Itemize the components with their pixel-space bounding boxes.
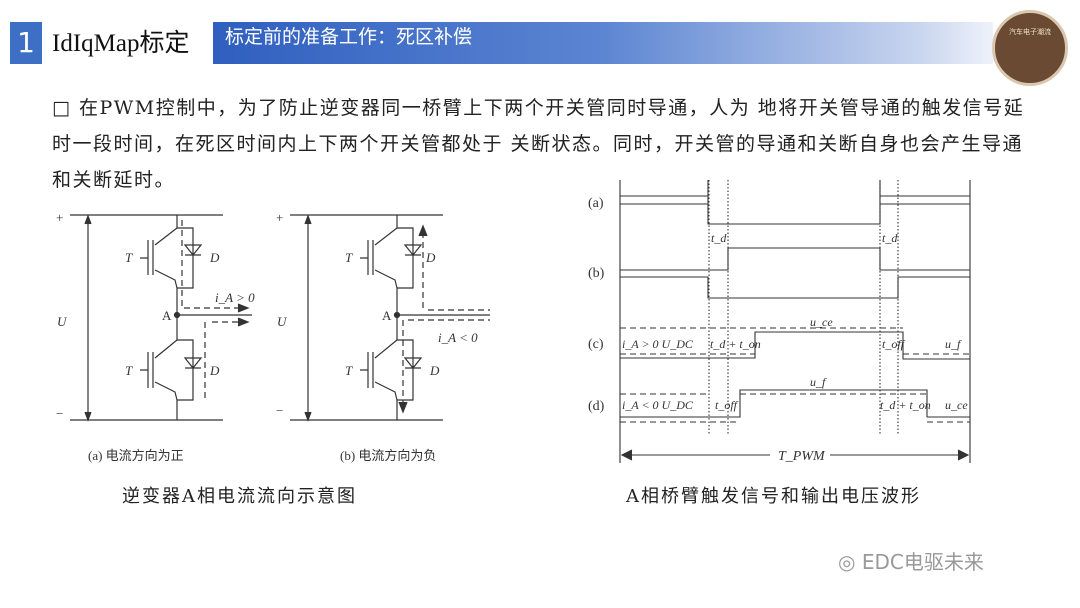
- d2-b: D: [429, 363, 440, 378]
- row-d: (d): [588, 399, 605, 414]
- left-figure-caption: 逆变器A相电流流向示意图: [122, 486, 357, 507]
- row-a: (a): [588, 196, 604, 211]
- t1-b: T: [345, 250, 353, 265]
- d-condition: i_A < 0 U_DC: [622, 398, 694, 412]
- row-b: (b): [588, 266, 605, 281]
- d-td-ton: t_d + t_on: [880, 398, 931, 412]
- node-b: A: [382, 308, 392, 323]
- circuit-b: [290, 214, 490, 422]
- wave-c: [620, 331, 970, 360]
- c-td-ton: t_d + t_on: [710, 337, 761, 351]
- pwm-waveform-diagram: (a) (b) (c) (d) t_d t_d i_A > 0 U_DC t_d…: [588, 180, 971, 464]
- wave-b: [620, 247, 970, 299]
- wechat-icon: ◎: [838, 550, 862, 574]
- brand-logo: 汽车电子潮流: [992, 10, 1068, 86]
- subtitle: 标定前的准备工作：死区补偿: [225, 26, 473, 48]
- d-uf: u_f: [810, 375, 827, 389]
- c-condition: i_A > 0 U_DC: [622, 337, 694, 351]
- sub-caption-a: (a) 电流方向为正: [88, 448, 184, 463]
- udc-a: U: [57, 314, 68, 329]
- d1-a: D: [209, 250, 220, 265]
- circuit-a: [70, 214, 252, 422]
- d-toff: t_off: [715, 398, 739, 412]
- watermark: ◎ EDC电驱未来: [838, 546, 984, 575]
- t2-a: T: [125, 363, 133, 378]
- logo-text: 汽车电子潮流: [1009, 28, 1051, 36]
- t1-a: T: [125, 250, 133, 265]
- c-toff: t_off: [882, 337, 906, 351]
- page-title: IdIqMap标定: [52, 30, 190, 57]
- plus-a: +: [56, 210, 63, 225]
- c-uf: u_f: [945, 337, 962, 351]
- wave-a: [620, 180, 970, 225]
- minus-b: −: [276, 403, 283, 418]
- right-figure-caption: A相桥臂触发信号和输出电压波形: [626, 486, 921, 507]
- d2-a: D: [209, 363, 220, 378]
- watermark-text: EDC电驱未来: [861, 550, 984, 574]
- td-left: t_d: [711, 231, 727, 245]
- subtitle-banner: 标定前的准备工作：死区补偿: [213, 22, 993, 64]
- node-a: A: [162, 308, 172, 323]
- tpwm-label: T_PWM: [778, 449, 826, 464]
- body-text: □ 在PWM控制中，为了防止逆变器同一桥臂上下两个开关管同时导通，人为 地将开关…: [52, 97, 1025, 191]
- ia-positive: i_A > 0: [215, 290, 255, 305]
- d-uce: u_ce: [945, 398, 968, 412]
- plus-b: +: [276, 210, 283, 225]
- row-c: (c): [588, 337, 604, 352]
- d1-b: D: [425, 250, 436, 265]
- wave-d: [620, 389, 970, 418]
- td-right: t_d: [882, 231, 898, 245]
- c-uce: u_ce: [810, 315, 833, 329]
- udc-b: U: [277, 314, 288, 329]
- ia-negative: i_A < 0: [438, 330, 478, 345]
- minus-a: −: [56, 406, 63, 421]
- t2-b: T: [345, 363, 353, 378]
- sub-caption-b: (b) 电流方向为负: [340, 448, 436, 463]
- inverter-circuit-diagram: + − U T T D D A i_A > 0 + − U T T D D A …: [56, 210, 490, 463]
- section-number: 1: [10, 22, 42, 64]
